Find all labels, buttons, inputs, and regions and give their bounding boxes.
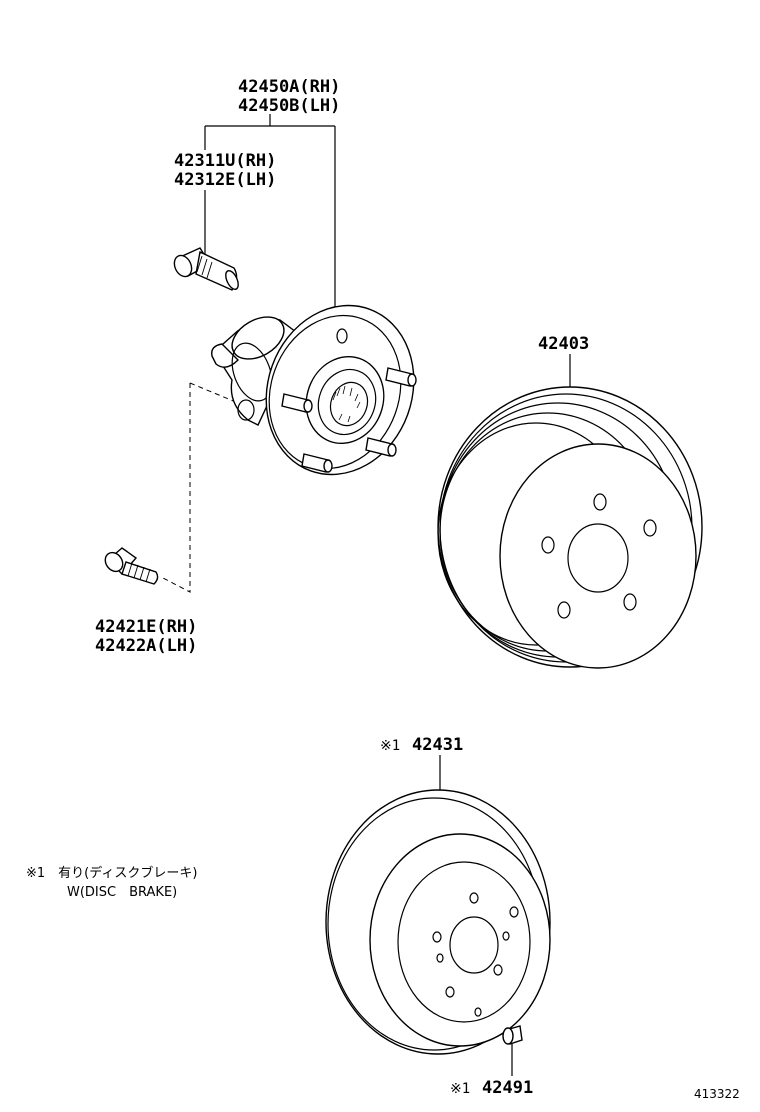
plug-part[interactable] [502,1025,523,1045]
callout-plug[interactable]: 42491 [482,1078,533,1098]
callout-mount-bolt-rh[interactable]: 42421E(RH) [95,617,197,637]
brake-drum-part[interactable] [437,386,703,669]
disc-note-mark: ※1 [380,738,400,754]
wheel-stud [385,367,417,387]
callout-brake-disc[interactable]: 42431 [412,735,463,755]
callout-mount-bolt-lh[interactable]: 42422A(LH) [95,636,197,656]
mounting-bolt-part[interactable] [102,547,159,585]
callout-hub-bolt-rh[interactable]: 42311U(RH) [174,151,276,171]
axle-hub-assembly-part[interactable] [211,285,437,496]
wheel-stud [365,437,397,457]
callout-hub-bolt-lh[interactable]: 42312E(LH) [174,170,276,190]
wheel-stud [281,393,313,413]
brake-disc-part[interactable] [325,789,551,1055]
callout-hub-assembly-rh[interactable]: 42450A(RH) [238,77,340,97]
wheel-stud [301,453,333,473]
plug-note-mark: ※1 [450,1081,470,1097]
callout-brake-drum[interactable]: 42403 [538,334,589,354]
footnote-line-2: W(DISC BRAKE) [67,885,177,900]
callout-hub-assembly-lh[interactable]: 42450B(LH) [238,96,340,116]
diagram-id: 413322 [694,1087,740,1101]
hub-bolt-part[interactable] [171,247,241,291]
footnote-line-1: ※1 有り(ディスクブレーキ) [26,865,197,881]
